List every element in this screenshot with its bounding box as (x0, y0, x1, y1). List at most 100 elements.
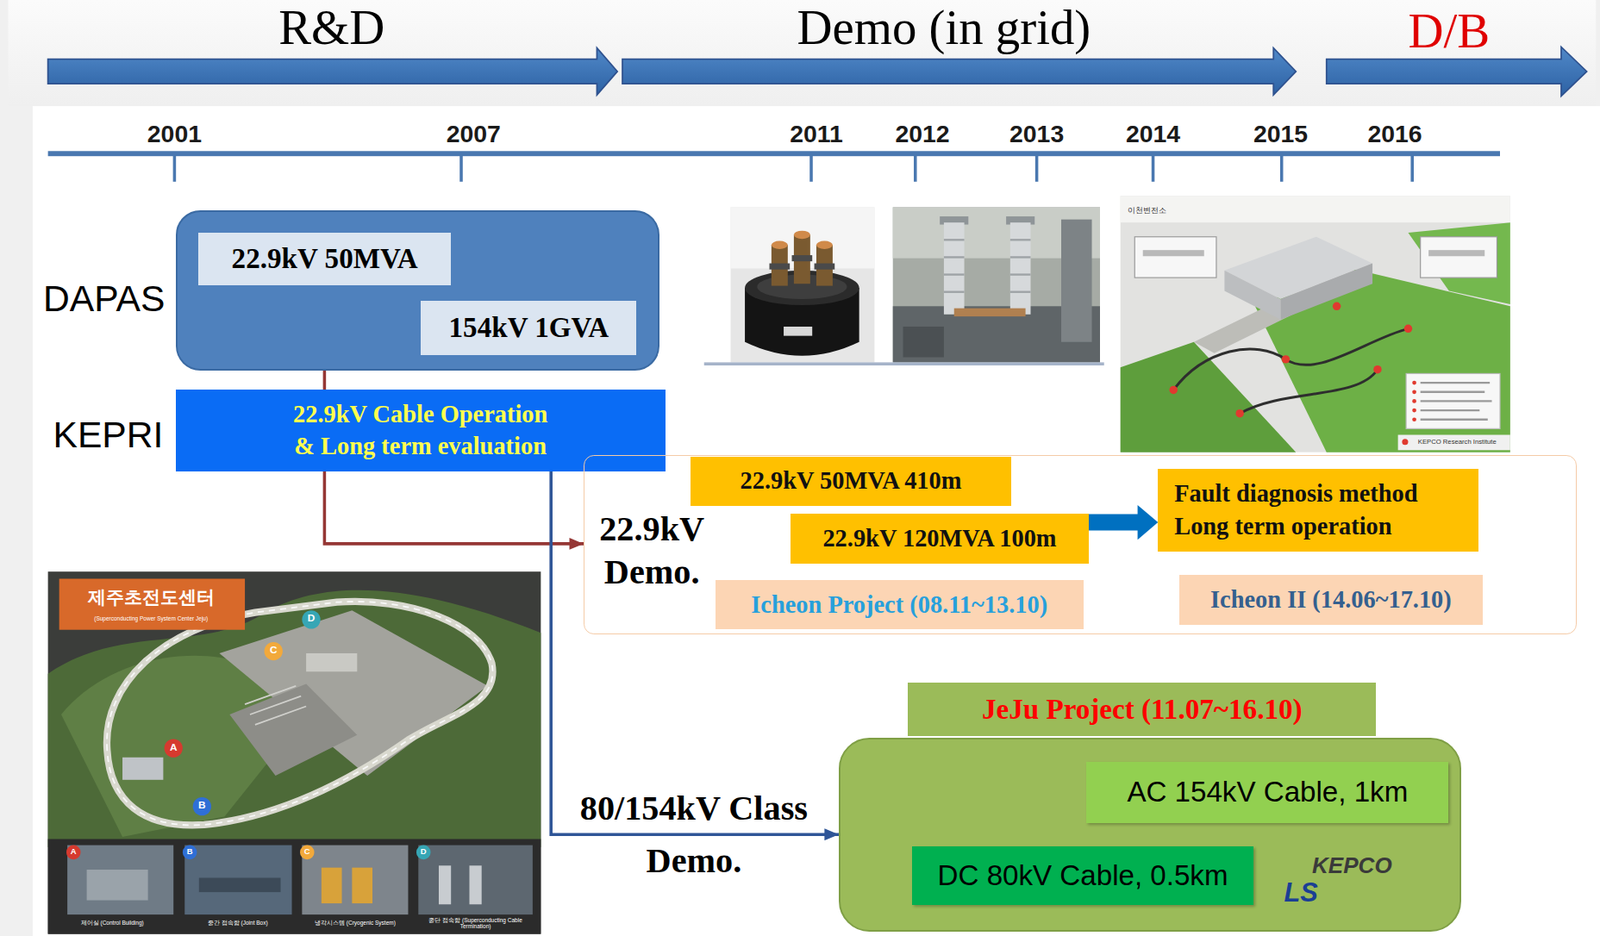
credit-text: KEPCO Research Institute (1418, 437, 1497, 445)
year-label: 2013 (1009, 121, 1064, 149)
timeline-axis (48, 150, 1500, 182)
switchgear-photo (893, 206, 1100, 363)
box-text: 22.9kV 50MVA (231, 243, 419, 275)
icheon-site-illustration (1373, 365, 1382, 374)
phase-arrow (622, 48, 1296, 95)
jeju-site-illustration (218, 610, 488, 776)
logo-text: LS (1284, 878, 1319, 908)
switchgear-photo (943, 239, 1032, 292)
icheon-site-illustration (1412, 389, 1417, 394)
switchgear-photo (893, 206, 1100, 363)
switchgear-photo (954, 308, 1026, 317)
icheon-site-illustration (1420, 381, 1490, 384)
icheon-site-illustration (1168, 386, 1177, 394)
icheon-site-illustration (1420, 382, 1493, 420)
cable-box: AC 154kV Cable, 1km (1086, 762, 1449, 824)
jeju-site-illustration (351, 868, 373, 904)
jeju-site-illustration (67, 845, 174, 916)
box-text: 22.9kV 120MVA 100m (822, 524, 1057, 554)
group-box: DAPAS22.9kV 50MVA154kV 1GVA (175, 210, 660, 371)
caption-text: 중간 접속함 (Joint Box) (182, 920, 294, 927)
icheon-site-illustration (1281, 263, 1374, 320)
callout-marker (66, 845, 82, 861)
year-label: 2015 (1253, 121, 1308, 149)
edge-label: 80/154kV Class Demo. (558, 782, 830, 888)
icheon-site-illustration (1134, 237, 1217, 278)
caption-text: 종단 접속함 (Superconducting Cable Terminatio… (420, 917, 532, 930)
cable-photo (731, 206, 875, 363)
switchgear-photo (943, 238, 965, 241)
icheon-site-illustration (1412, 399, 1417, 404)
callout-letter: C (269, 645, 278, 657)
icheon-site-illustration (1168, 302, 1413, 419)
year-label: 2012 (894, 121, 950, 149)
jeju-site-illustration (250, 696, 301, 715)
icheon-site-illustration (1412, 381, 1417, 386)
icheon-site-illustration (1428, 250, 1485, 257)
callout-letter: B (198, 800, 207, 813)
phase-arrow (48, 48, 618, 95)
cable-photo (783, 326, 813, 337)
page-ground (7, 0, 1596, 107)
cable-box: DC 80kV Cable, 0.5km (912, 846, 1255, 905)
jeju-site-illustration (418, 845, 533, 916)
icheon-site-illustration (1420, 237, 1498, 278)
jeju-site-illustration (59, 578, 245, 630)
jeju-site-illustration (106, 601, 494, 825)
callout-letter: D (420, 847, 427, 857)
cable-photo (768, 263, 790, 270)
project-box: Icheon II (14.06~17.10) (1179, 575, 1483, 625)
callout-marker (301, 610, 320, 629)
cable-photo (814, 263, 836, 270)
cable-photo (793, 231, 811, 239)
switchgear-photo (1010, 291, 1032, 294)
site-name: 제주초전도센터 (87, 587, 215, 608)
icheon-site-illustration (1143, 250, 1205, 257)
phase-label: R&D (278, 0, 385, 55)
jeju-site-illustration (306, 653, 357, 672)
icheon-site-illustration (1120, 195, 1511, 452)
switchgear-photo (943, 222, 965, 315)
callout-letter: A (70, 847, 77, 857)
jeju-site-illustration (438, 865, 451, 905)
box-text: Icheon II (14.06~17.10) (1210, 585, 1452, 615)
spec-box: 22.9kV 50MVA (198, 232, 450, 287)
icheon-site-illustration (1120, 195, 1511, 452)
jeju-site-illustration (321, 868, 343, 904)
jeju-site-illustration (48, 838, 542, 934)
callout-marker (416, 845, 432, 861)
task-box: KEPRI22.9kV Cable Operation & Long term … (175, 389, 666, 472)
jeju-site-illustration (48, 571, 542, 934)
switchgear-photo (1010, 273, 1032, 275)
icheon-site-illustration (1407, 222, 1510, 305)
heading-text: DAPAS (43, 280, 165, 318)
icheon-site-illustration (1420, 418, 1488, 421)
cable-photo (731, 206, 875, 363)
block-arrow (1088, 505, 1159, 540)
icheon-site-illustration (1420, 400, 1493, 402)
callout-marker (193, 797, 212, 816)
callout-marker (264, 642, 283, 661)
phase-label: D/B (1407, 3, 1490, 57)
timeline-axis (459, 153, 463, 182)
icheon-site-illustration (1281, 355, 1290, 363)
spec-box: 22.9kV 50MVA 410m (690, 456, 1012, 507)
year-label: 2014 (1125, 121, 1181, 149)
caption-text: 제어실 (Control Building) (56, 920, 168, 927)
icheon-site-illustration (1401, 438, 1408, 445)
phase-arrow (48, 46, 1588, 96)
site-subtitle: (Superconducting Power System Center Jej… (93, 616, 208, 623)
cable-photo (731, 206, 875, 269)
switchgear-photo (1010, 256, 1032, 258)
year-label: 2016 (1367, 121, 1422, 149)
page-ground (32, 106, 1600, 936)
photo-shadow (704, 362, 1105, 366)
jeju-site-illustration (244, 686, 296, 705)
cable-photo (771, 240, 788, 249)
callout-letter: C (304, 847, 311, 857)
callout-letter: B (187, 847, 194, 857)
callout-marker (164, 738, 183, 757)
